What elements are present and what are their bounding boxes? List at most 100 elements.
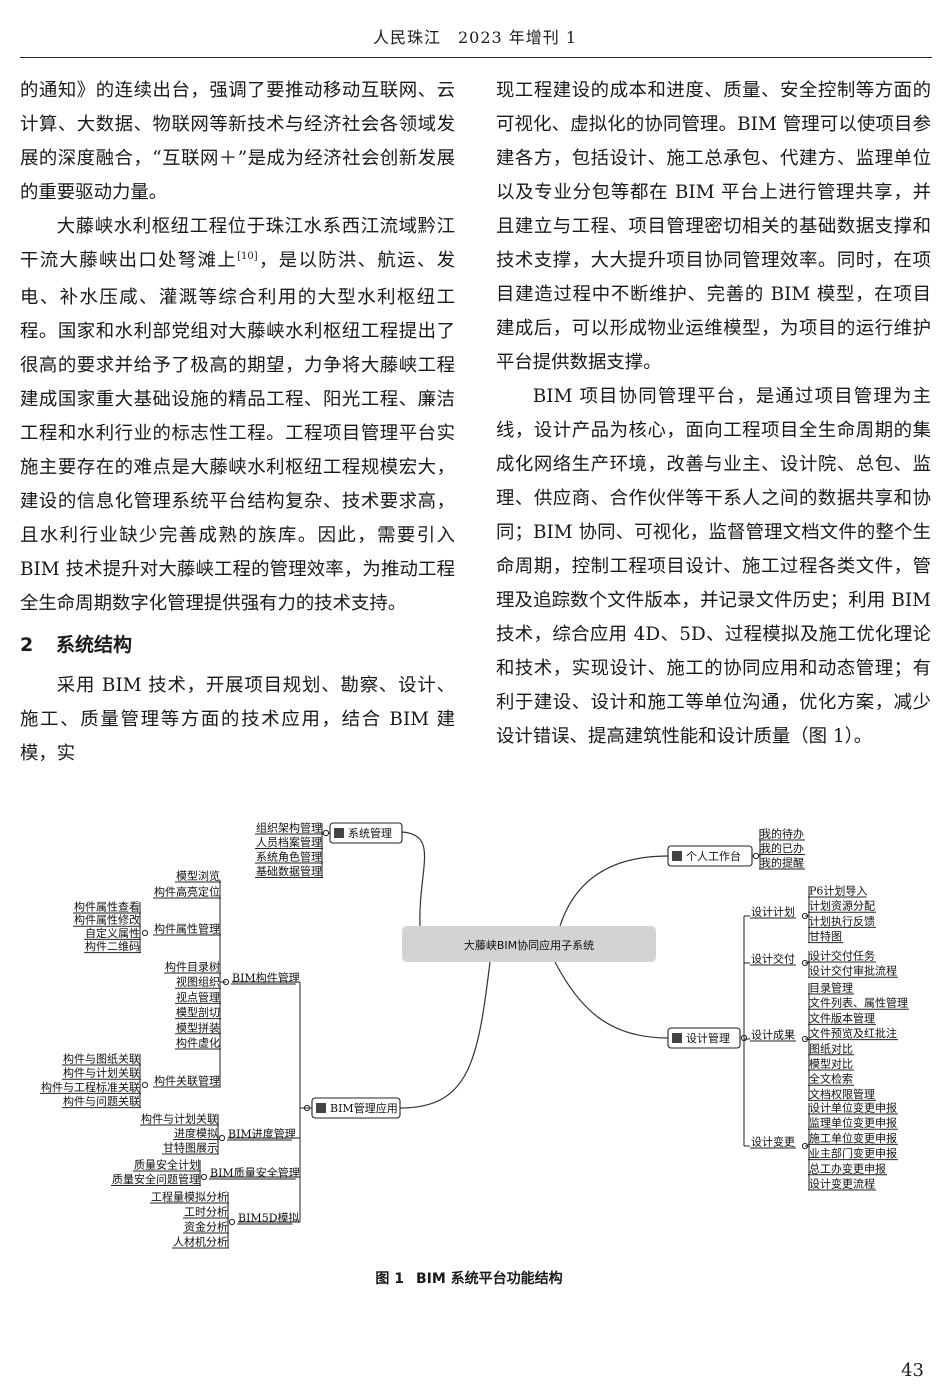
- central-node-label: 大藤峡BIM协同应用子系统: [464, 938, 594, 952]
- leaf-label: 质量安全计划: [134, 1158, 200, 1172]
- leaf-label: 计划资源分配: [809, 899, 875, 913]
- node-joint: [228, 1218, 236, 1226]
- leaf-label: 图纸对比: [809, 1041, 853, 1055]
- leaf-label: 设计交付任务: [809, 949, 875, 963]
- leaf-label: 文件版本管理: [809, 1011, 875, 1025]
- leaf-label: 总工办变更申报: [809, 1161, 886, 1175]
- running-header: 人民珠江 2023 年增刊 1: [372, 28, 578, 47]
- personal-node-label: 个人工作台: [686, 849, 741, 863]
- design-mgmt-node-label: 设计管理: [686, 1031, 730, 1045]
- branch-system: [401, 831, 426, 927]
- leaf-label: 构件属性查看: [74, 900, 140, 914]
- leaf-label: 模型对比: [809, 1057, 853, 1071]
- leaf-label: P6计划导入: [809, 885, 867, 898]
- node-joint: [752, 852, 760, 860]
- bim-app-node-label: BIM管理应用: [330, 1101, 398, 1115]
- leaf-label: 进度模拟: [174, 1126, 218, 1140]
- leaf-label: 构件与工程标准关联: [41, 1080, 140, 1094]
- paragraph-text: ，是以防洪、航运、发电、补水压咸、灌溉等综合利用的大型水利枢纽工程。国家和水利部…: [20, 250, 455, 614]
- branch-bim: [399, 961, 491, 1109]
- leaf-label: 资金分析: [184, 1220, 228, 1234]
- branch-personal: [559, 855, 669, 927]
- page-number: 43: [901, 1360, 924, 1381]
- leaf-label: 构件与问题关联: [63, 1094, 140, 1108]
- leaf-label: 甘特图: [809, 929, 842, 943]
- leaf-label: 模型拼装: [176, 1020, 220, 1034]
- leaf-label: 设计单位变更申报: [809, 1101, 897, 1115]
- leaf-label: 业主部门变更申报: [809, 1146, 897, 1160]
- citation-ref: [10]: [237, 251, 258, 262]
- central-node: [402, 926, 656, 962]
- leaf-label: 构件高亮定位: [154, 885, 220, 899]
- branch-design: [554, 961, 669, 1039]
- bim-sub-label: BIM质量安全管理: [210, 1166, 300, 1180]
- bim-sub-label: BIM进度管理: [228, 1127, 296, 1141]
- node-joint: [141, 1081, 149, 1089]
- leaf-label: 计划执行反馈: [809, 914, 875, 928]
- design-mgmt-node: [667, 1027, 741, 1049]
- paragraph: 的通知》的连续出台，强调了要推动移动互联网、云计算、大数据、物联网等新技术与经济…: [20, 80, 455, 203]
- section-title: 系统结构: [56, 634, 133, 656]
- leaf-label: 基础数据管理: [256, 864, 322, 878]
- bim-sub-label: 构件关联管理: [154, 1074, 220, 1088]
- section-number: 2: [20, 634, 34, 656]
- leaf-label: 目录管理: [809, 981, 853, 995]
- figure-mindmap: 大藤峡BIM协同应用子系统系统管理组织架构管理人员档案管理系统角色管理基础数据管…: [40, 821, 909, 1249]
- leaf-label: 工程量模拟分析: [151, 1190, 228, 1204]
- leaf-label: 构件目录树: [165, 960, 220, 974]
- figure-caption: 图 1 BIM 系统平台功能结构: [0, 1268, 950, 1288]
- leaf-label: 构件属性修改: [74, 913, 140, 927]
- user-icon: [672, 851, 682, 861]
- paragraph: 现工程建设的成本和进度、质量、安全控制等方面的可视化、虚拟化的协同管理。BIM …: [496, 80, 931, 373]
- leaf-label: 我的已办: [760, 841, 804, 855]
- leaf-label: 人材机分析: [173, 1235, 228, 1249]
- leaf-label: 构件与图纸关联: [63, 1052, 140, 1066]
- design-group-label: 设计变更: [751, 1135, 795, 1149]
- node-joint: [218, 1134, 226, 1142]
- paragraph: 采用 BIM 技术，开展项目规划、勘察、设计、施工、质量管理等方面的技术应用，结…: [20, 675, 455, 764]
- paragraph: BIM 项目协同管理平台，是通过项目管理为主线，设计产品为核心，面向工程项目全生…: [496, 386, 931, 747]
- bim-sub-label: BIM构件管理: [232, 971, 300, 985]
- left-column: 的通知》的连续出台，强调了要推动移动互联网、云计算、大数据、物联网等新技术与经济…: [20, 74, 455, 771]
- leaf-label: 系统角色管理: [256, 850, 322, 864]
- leaf-label: 监理单位变更申报: [809, 1116, 897, 1130]
- flag-icon: [316, 1103, 326, 1113]
- leaf-label: 构件虚化: [176, 1036, 220, 1050]
- node-joint: [141, 929, 149, 937]
- leaf-label: 视图组织: [176, 975, 220, 989]
- leaf-label: 构件二维码: [85, 939, 140, 953]
- leaf-label: 工时分析: [184, 1205, 228, 1219]
- leaf-label: 施工单位变更申报: [809, 1131, 897, 1145]
- leaf-label: 视点管理: [176, 990, 220, 1004]
- system-mgmt-node-label: 系统管理: [348, 826, 392, 840]
- leaf-label: 自定义属性: [85, 926, 140, 940]
- leaf-label: 文件预览及红批注: [809, 1026, 897, 1040]
- node-joint: [200, 1173, 208, 1181]
- leaf-label: 构件与计划关联: [63, 1066, 140, 1080]
- design-group-label: 设计交付: [751, 952, 795, 966]
- leaf-label: 质量安全问题管理: [112, 1172, 200, 1186]
- header-rule: [20, 57, 932, 58]
- leaf-label: 人员档案管理: [256, 835, 322, 849]
- leaf-label: 我的待办: [760, 827, 804, 841]
- leaf-label: 文件列表、属性管理: [809, 996, 908, 1010]
- leaf-label: 文档权限管理: [809, 1087, 875, 1101]
- design-group-label: 设计成果: [751, 1029, 795, 1042]
- paragraph-text: 大藤峡水利枢纽工程位于珠江水系西江流域黔江干流大藤峡出口处弩滩上: [20, 216, 455, 271]
- pen-icon: [672, 1033, 682, 1043]
- leaf-label: 全文检索: [809, 1072, 853, 1086]
- leaf-label: 我的提醒: [760, 856, 804, 870]
- node-joint: [322, 829, 330, 837]
- design-group-label: 设计计划: [751, 906, 795, 919]
- section-heading: 2 系统结构: [20, 623, 455, 667]
- leaf-label: 设计变更流程: [809, 1177, 875, 1191]
- leaf-label: 模型浏览: [176, 869, 220, 883]
- house-icon: [334, 828, 344, 838]
- bim-sub-label: 构件属性管理: [154, 922, 220, 936]
- bim-sub-label: BIM5D模拟: [238, 1211, 300, 1225]
- caption-text: BIM 系统平台功能结构: [415, 1271, 563, 1287]
- paragraph: 大藤峡水利枢纽工程位于珠江水系西江流域黔江干流大藤峡出口处弩滩上[10]，是以防…: [20, 210, 455, 621]
- caption-number: 图 1: [375, 1271, 404, 1287]
- right-column: 现工程建设的成本和进度、质量、安全控制等方面的可视化、虚拟化的协同管理。BIM …: [496, 74, 931, 754]
- leaf-label: 设计交付审批流程: [809, 964, 897, 978]
